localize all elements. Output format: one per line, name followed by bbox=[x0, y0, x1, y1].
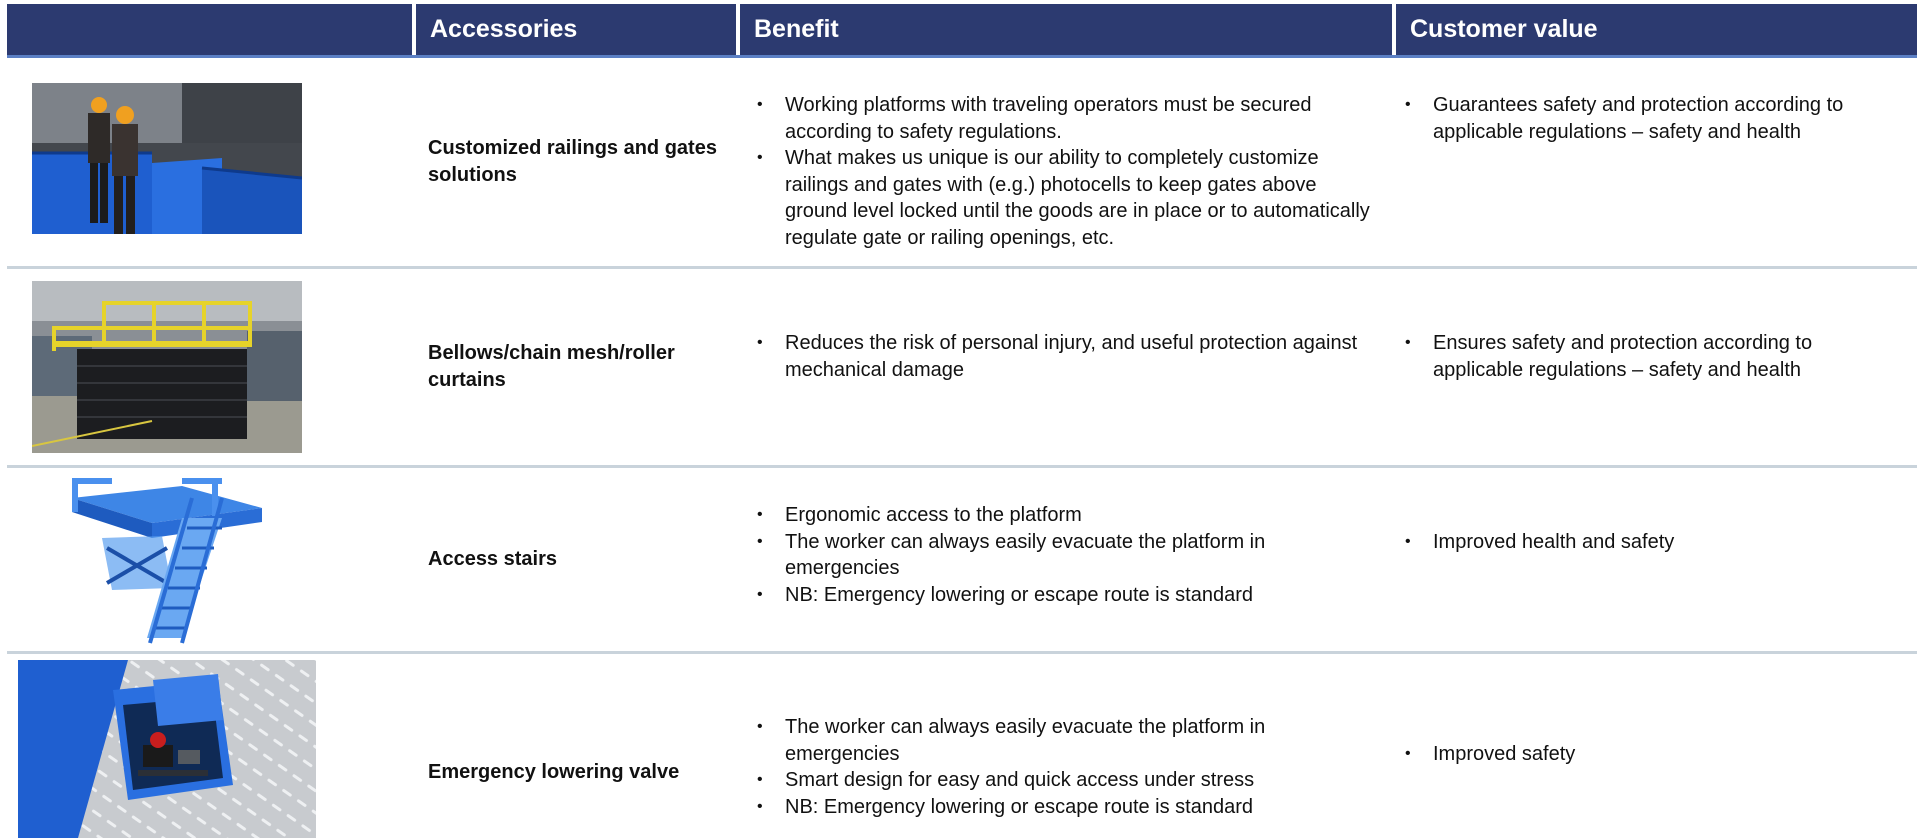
benefit-item: The worker can always easily evacuate th… bbox=[756, 714, 1376, 767]
header-benefit: Benefit bbox=[754, 15, 839, 43]
customer-value-list: Guarantees safety and protection accordi… bbox=[1404, 92, 1904, 145]
benefit-list: Ergonomic access to the platform The wor… bbox=[756, 502, 1376, 608]
customer-value-item: Ensures safety and protection according … bbox=[1404, 330, 1904, 383]
customer-value-list: Improved safety bbox=[1404, 741, 1904, 768]
benefit-item: NB: Emergency lowering or escape route i… bbox=[756, 794, 1376, 821]
customer-value-item: Improved safety bbox=[1404, 741, 1904, 768]
accessory-name: Bellows/chain mesh/roller curtains bbox=[428, 342, 675, 391]
row-divider bbox=[7, 651, 1917, 654]
benefit-item: NB: Emergency lowering or escape route i… bbox=[756, 582, 1376, 609]
table-header: Accessories Benefit Customer value bbox=[7, 4, 1917, 58]
benefit-item: Smart design for easy and quick access u… bbox=[756, 767, 1376, 794]
header-divider bbox=[736, 4, 740, 55]
customer-value-list: Ensures safety and protection according … bbox=[1404, 330, 1904, 383]
railings-image bbox=[32, 83, 302, 234]
access-stairs-image bbox=[62, 478, 268, 646]
benefit-item: Ergonomic access to the platform bbox=[756, 502, 1376, 529]
accessory-name: Emergency lowering valve bbox=[428, 761, 680, 783]
header-accessories: Accessories bbox=[430, 15, 578, 43]
header-divider bbox=[412, 4, 416, 55]
accessory-name: Access stairs bbox=[428, 548, 557, 570]
bellows-image bbox=[32, 281, 302, 453]
customer-value-list: Improved health and safety bbox=[1404, 529, 1904, 556]
customer-value-item: Improved health and safety bbox=[1404, 529, 1904, 556]
customer-value-item: Guarantees safety and protection accordi… bbox=[1404, 92, 1904, 145]
benefit-item: The worker can always easily evacuate th… bbox=[756, 529, 1376, 582]
benefit-list: Working platforms with traveling operato… bbox=[756, 92, 1376, 251]
benefit-list: The worker can always easily evacuate th… bbox=[756, 714, 1376, 820]
row-divider bbox=[7, 465, 1917, 468]
benefit-item: Reduces the risk of personal injury, and… bbox=[756, 330, 1376, 383]
header-customer-value: Customer value bbox=[1410, 15, 1598, 43]
header-image-column bbox=[7, 4, 412, 55]
emergency-valve-image bbox=[18, 660, 316, 838]
benefit-list: Reduces the risk of personal injury, and… bbox=[756, 330, 1376, 383]
benefit-item: Working platforms with traveling operato… bbox=[756, 92, 1376, 145]
benefit-item: What makes us unique is our ability to c… bbox=[756, 145, 1376, 251]
accessory-name: Customized railings and gates solutions bbox=[428, 137, 717, 186]
header-divider bbox=[1392, 4, 1396, 55]
row-divider bbox=[7, 266, 1917, 269]
